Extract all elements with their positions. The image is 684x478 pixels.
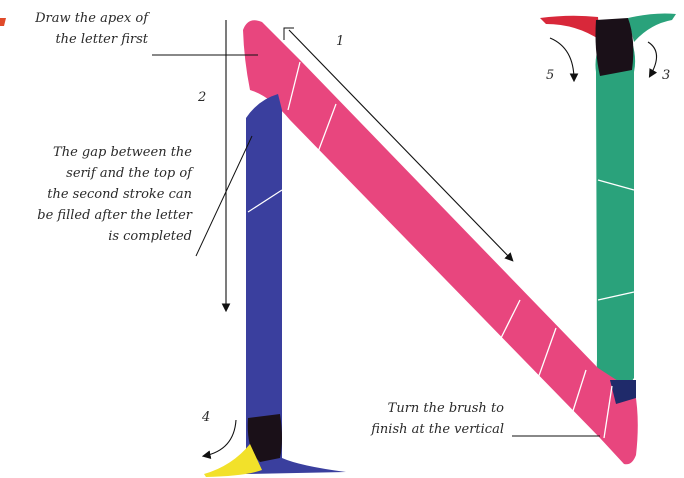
edge-mark xyxy=(0,18,6,26)
turn-line-1: Turn the brush to xyxy=(340,398,504,419)
stroke-number-2: 2 xyxy=(198,90,206,105)
stroke-3-arrow xyxy=(648,42,657,76)
gap-line-3: the second stroke can xyxy=(2,184,192,205)
gap-line-4: be filled after the letter xyxy=(2,205,192,226)
gap-line-2: serif and the top of xyxy=(2,163,192,184)
apex-line-1: Draw the apex of xyxy=(16,8,148,29)
gap-line-1: The gap between the xyxy=(2,142,192,163)
stroke-number-4: 4 xyxy=(202,410,210,425)
gap-line-5: is completed xyxy=(2,226,192,247)
stroke-number-5: 5 xyxy=(546,68,554,83)
turn-annotation: Turn the brush to finish at the vertical xyxy=(340,398,504,440)
right-serif-green xyxy=(628,14,676,43)
gap-annotation: The gap between the serif and the top of… xyxy=(2,142,192,247)
stroke-4-arrow xyxy=(204,420,236,456)
apex-line-2: the letter first xyxy=(16,29,148,50)
right-vertical-stroke xyxy=(596,42,636,384)
apex-annotation: Draw the apex of the letter first xyxy=(16,8,148,50)
gap-pointer xyxy=(196,136,252,256)
stroke-number-1: 1 xyxy=(336,34,344,49)
turn-line-2: finish at the vertical xyxy=(340,419,504,440)
right-serif xyxy=(540,16,600,40)
stroke-number-3: 3 xyxy=(662,68,670,83)
top-overlap xyxy=(596,18,634,76)
